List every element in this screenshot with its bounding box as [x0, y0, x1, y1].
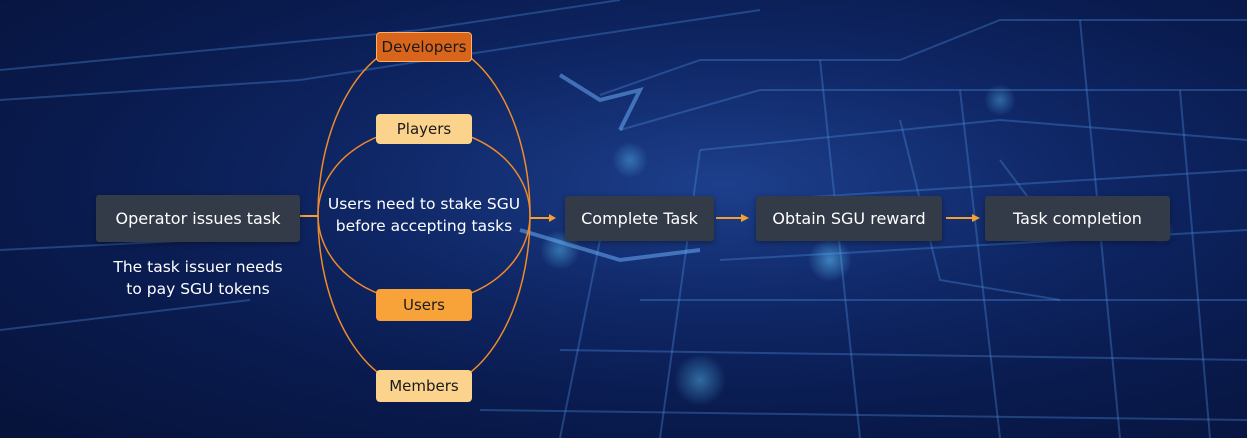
task-completion-box: Task completion: [985, 196, 1170, 241]
role-developers: Developers: [376, 32, 472, 62]
role-users: Users: [376, 289, 472, 321]
stake-note: Users need to stake SGU before accepting…: [318, 193, 530, 237]
role-players: Players: [376, 114, 472, 144]
arrow-stake-to-complete: [530, 214, 556, 222]
complete-task-box: Complete Task: [565, 196, 714, 241]
issuer-note-line2: to pay SGU tokens: [126, 280, 270, 298]
issuer-note-line1: The task issuer needs: [113, 258, 283, 276]
role-members: Members: [376, 370, 472, 402]
obtain-sgu-reward-box: Obtain SGU reward: [756, 196, 942, 241]
stake-note-line1: Users need to stake SGU: [327, 195, 521, 213]
arrow-complete-to-reward: [716, 214, 749, 222]
arrow-reward-to-completion: [946, 214, 980, 222]
stake-note-line2: before accepting tasks: [335, 217, 513, 235]
operator-issues-task-box: Operator issues task: [96, 195, 300, 242]
issuer-note: The task issuer needs to pay SGU tokens: [96, 256, 300, 300]
